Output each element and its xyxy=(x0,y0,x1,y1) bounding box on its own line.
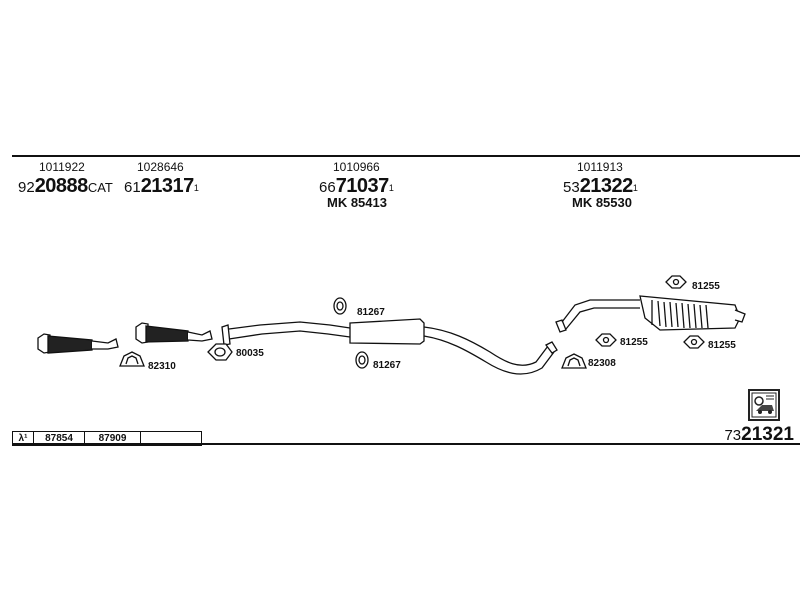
rear-silencer-part[interactable] xyxy=(555,295,746,333)
rubber-mount-top-icon[interactable] xyxy=(665,275,687,289)
mk-number-3: MK 85413 xyxy=(327,195,387,210)
part-number-1[interactable]: 9220888CAT xyxy=(18,176,113,198)
label-rubber-top: 81255 xyxy=(692,281,720,292)
bottom-main: 21321 xyxy=(741,424,794,445)
part-prefix: 61 xyxy=(124,179,141,196)
part-main: 21317 xyxy=(140,175,195,197)
part-main: 71037 xyxy=(335,175,390,197)
ref-table-cell[interactable]: 87909 xyxy=(85,432,141,445)
part-prefix: 92 xyxy=(18,179,35,196)
header-rule xyxy=(12,155,800,157)
bottom-prefix: 73 xyxy=(724,427,742,444)
hanger-mid-top-icon[interactable] xyxy=(333,297,347,315)
label-hanger-mid-top: 81267 xyxy=(357,307,385,318)
part-main: 21322 xyxy=(579,175,634,197)
front-pipe-part[interactable] xyxy=(135,322,213,344)
clamp-front-icon[interactable] xyxy=(119,351,145,367)
part-suffix: CAT xyxy=(87,180,113,195)
part-superscript: 1 xyxy=(388,183,394,193)
middle-silencer-part[interactable] xyxy=(221,318,558,375)
complete-system-number[interactable]: 7321321 xyxy=(724,424,794,446)
part-superscript: 1 xyxy=(193,183,199,193)
label-clamp-rear: 82308 xyxy=(588,358,616,369)
bottom-rule xyxy=(12,443,800,445)
rubber-mount-left-icon[interactable] xyxy=(595,333,617,347)
ref-number-4: 1011913 xyxy=(577,160,623,174)
catalytic-converter-part[interactable] xyxy=(37,333,119,354)
gasket-front-icon[interactable] xyxy=(207,343,233,361)
label-hanger-mid-bottom: 81267 xyxy=(373,360,401,371)
part-prefix: 53 xyxy=(563,179,580,196)
ref-number-2: 1028646 xyxy=(137,160,184,174)
label-clamp-front: 82310 xyxy=(148,361,176,372)
part-number-2[interactable]: 61213171 xyxy=(124,176,199,198)
label-rubber-right: 81255 xyxy=(708,340,736,351)
mk-number-4: MK 85530 xyxy=(572,195,632,210)
part-prefix: 66 xyxy=(319,179,336,196)
part-number-3[interactable]: 66710371 xyxy=(319,176,394,198)
hanger-mid-bottom-icon[interactable] xyxy=(355,351,369,369)
reference-table: λ¹ 87854 87909 xyxy=(12,431,202,446)
label-rubber-left: 81255 xyxy=(620,337,648,348)
ref-number-1: 1011922 xyxy=(39,160,85,174)
rubber-mount-right-icon[interactable] xyxy=(683,335,705,349)
part-main: 20888 xyxy=(34,175,89,197)
label-gasket-front: 80035 xyxy=(236,348,264,359)
clamp-rear-icon[interactable] xyxy=(561,353,587,369)
ref-number-3: 1010966 xyxy=(333,160,380,174)
ref-table-symbol: λ¹ xyxy=(13,432,34,445)
ref-table-cell[interactable]: 87854 xyxy=(34,432,85,445)
part-number-4[interactable]: 53213221 xyxy=(563,176,638,198)
part-superscript: 1 xyxy=(632,183,638,193)
car-book-logo-icon xyxy=(748,389,780,421)
